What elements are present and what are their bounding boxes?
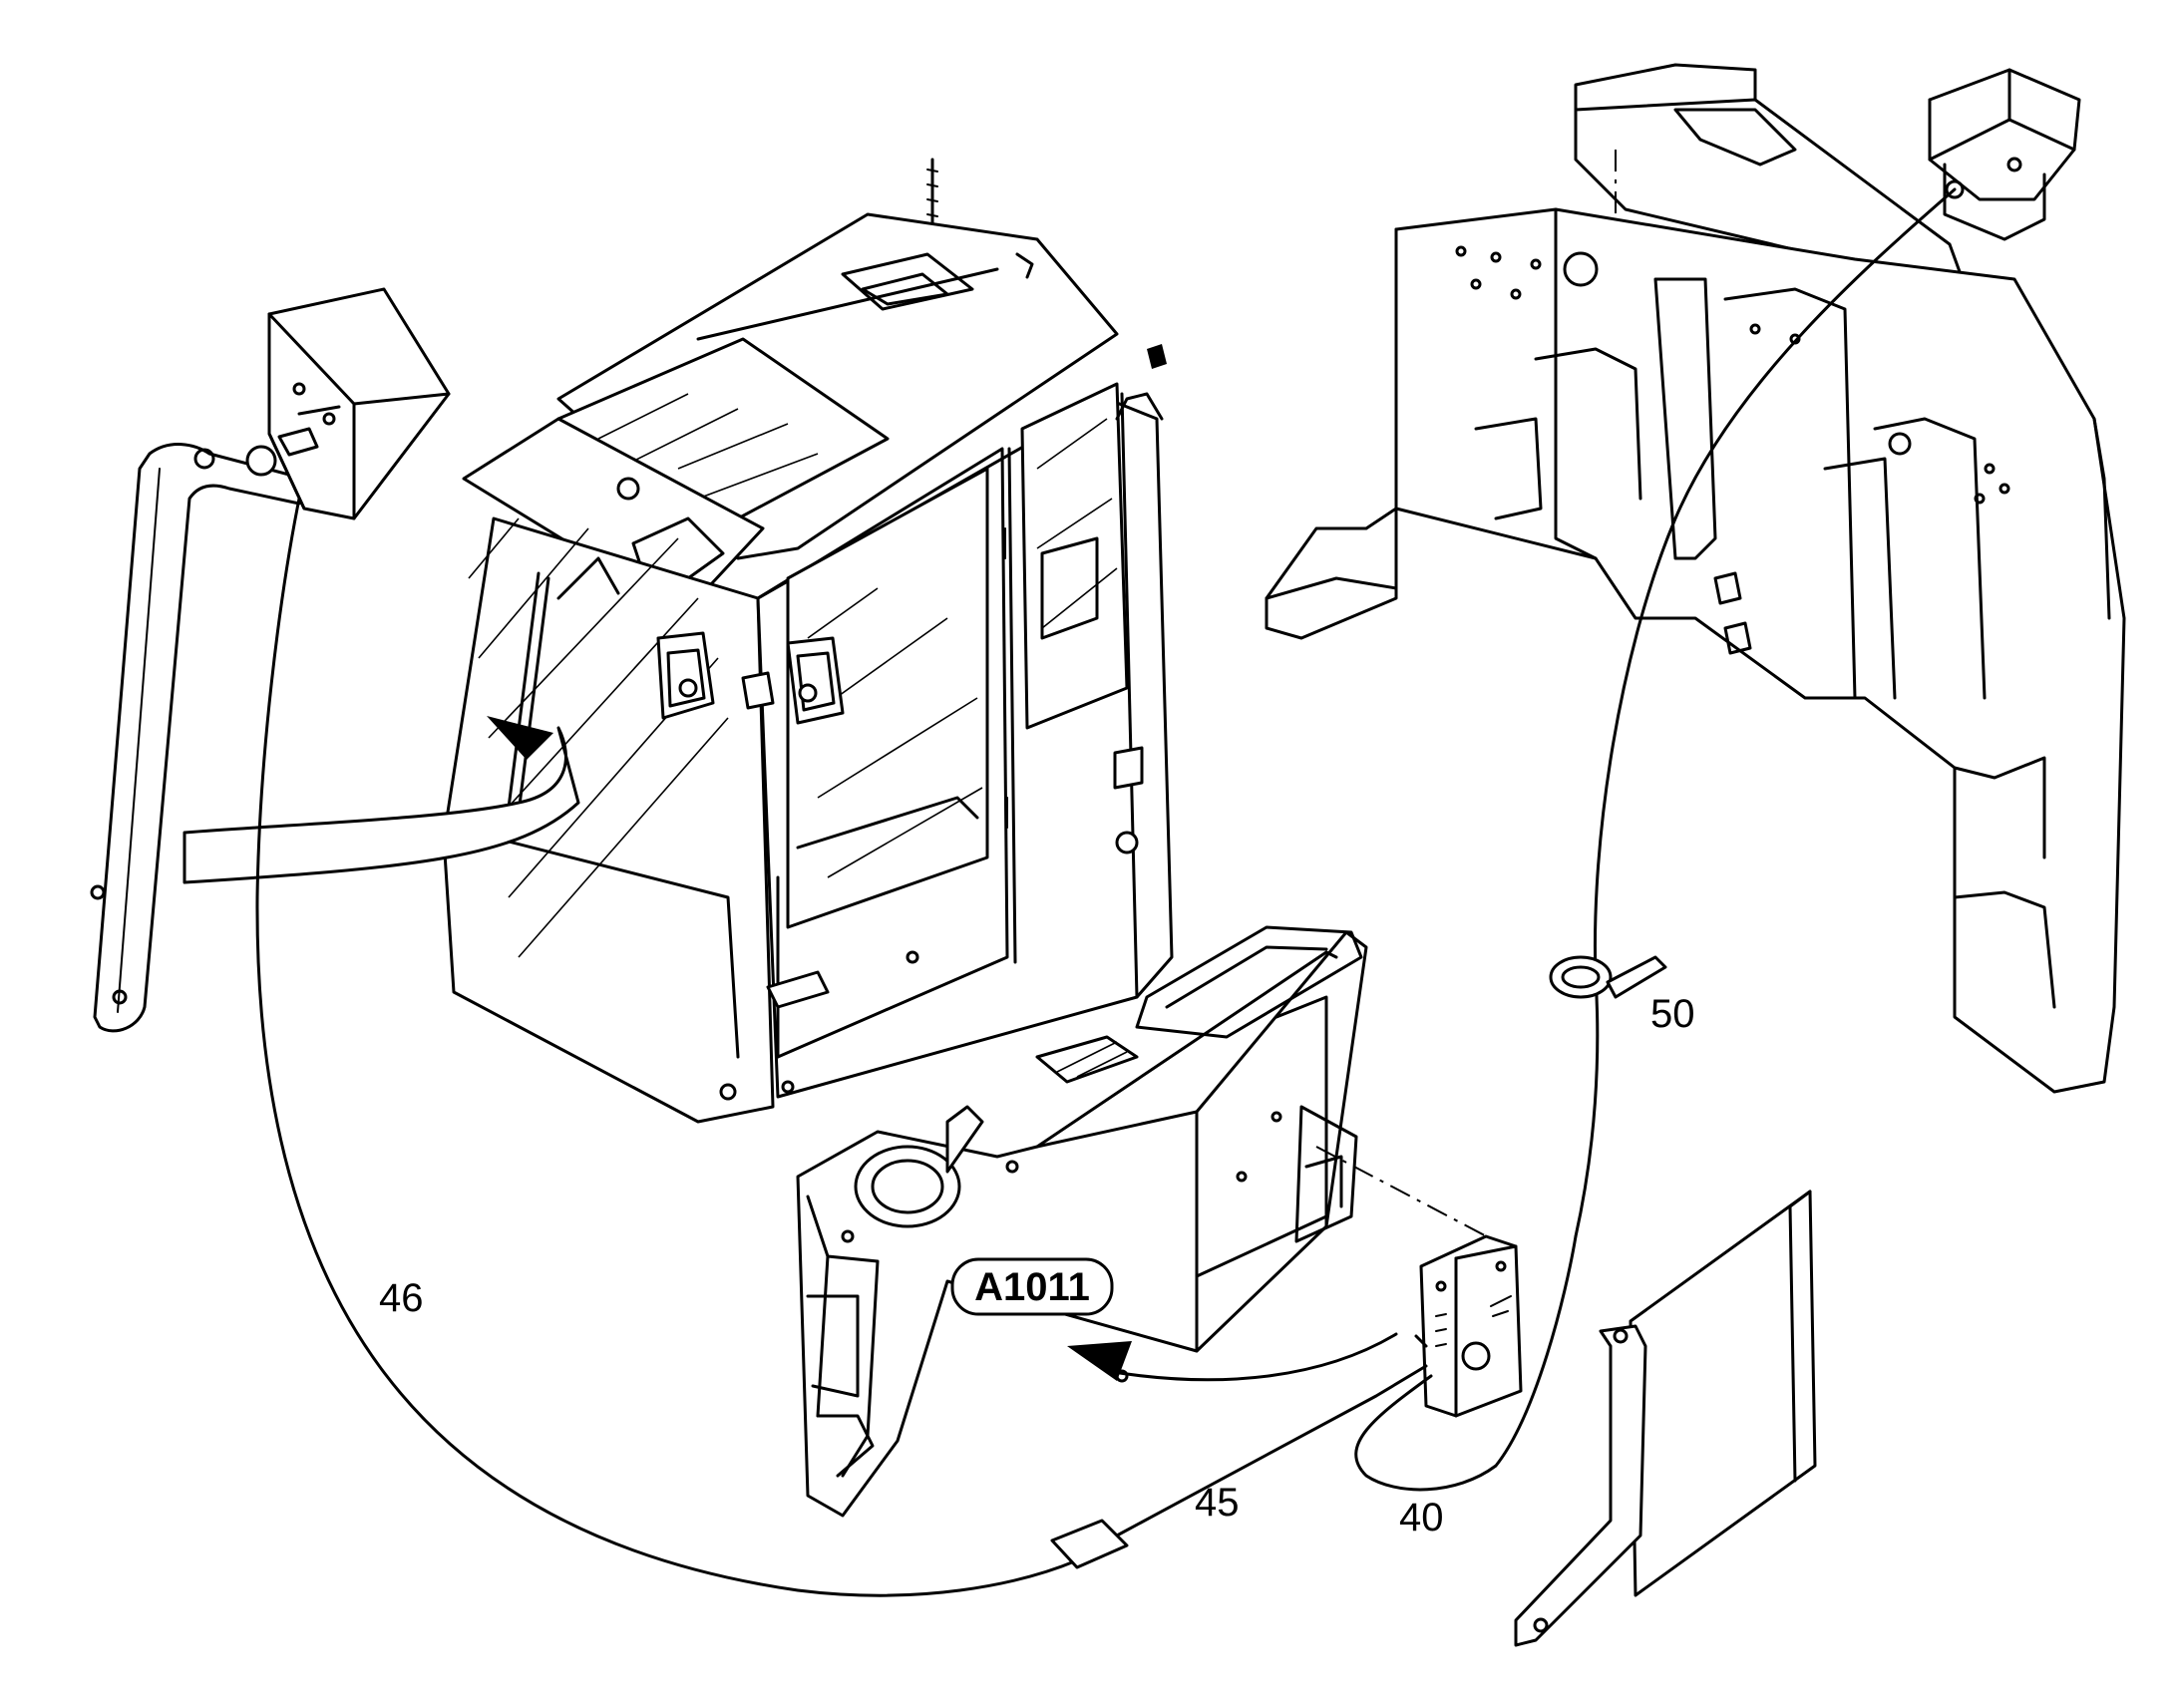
callout-40: 40: [1399, 1496, 1444, 1539]
callouts: 46 50 45 40: [379, 992, 1695, 1539]
callout-50: 50: [1650, 992, 1695, 1036]
routing-arrow-cab: [182, 716, 580, 884]
mirror-bracket: [90, 443, 306, 1033]
counterweight-frame: [1265, 207, 2126, 1094]
operator-console: [796, 925, 1368, 1518]
cover-plate: [1514, 1190, 1817, 1647]
electronic-control-unit: [1315, 1146, 1523, 1418]
operator-cab: [442, 158, 1174, 1124]
reference-tag-text: A1011: [974, 1265, 1090, 1309]
wiring-harness: [255, 187, 1957, 1597]
callout-46: 46: [379, 1276, 424, 1320]
callout-45: 45: [1195, 1481, 1240, 1525]
reference-tag: A1011: [950, 1257, 1398, 1382]
cable-tie: [1549, 955, 1667, 999]
side-mirror: [267, 287, 451, 520]
